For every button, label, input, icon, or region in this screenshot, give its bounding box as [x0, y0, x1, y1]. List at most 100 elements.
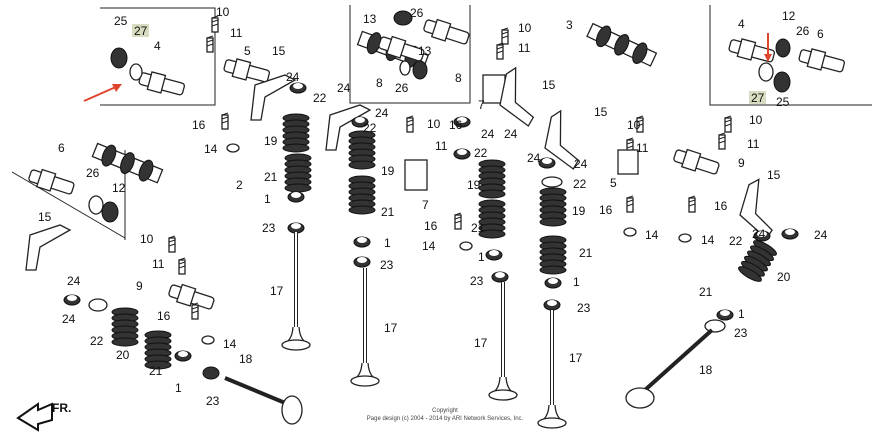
- callout-7: 7: [478, 98, 485, 112]
- callout-19: 19: [467, 178, 481, 192]
- callout-1: 1: [573, 275, 580, 289]
- callout-10: 10: [427, 117, 441, 131]
- callout-26: 26: [410, 6, 424, 20]
- callout-16: 16: [192, 118, 206, 132]
- callout-19: 19: [264, 134, 278, 148]
- callout-23: 23: [206, 394, 220, 408]
- callout-5: 5: [610, 176, 617, 190]
- callout-10: 10: [216, 5, 230, 19]
- callout-18: 18: [699, 363, 713, 377]
- callout-25: 25: [776, 95, 790, 109]
- callout-21: 21: [471, 221, 485, 235]
- callout-22: 22: [573, 177, 587, 191]
- callout-12: 12: [112, 181, 126, 195]
- callout-1: 1: [264, 192, 271, 206]
- callout-22: 22: [363, 121, 377, 135]
- callout-24: 24: [527, 151, 541, 165]
- callout-15: 15: [38, 210, 52, 224]
- callout-12: 12: [782, 9, 796, 23]
- callout-11: 11: [435, 139, 448, 153]
- red-arrow-left: [83, 84, 122, 102]
- callout-19: 19: [381, 164, 395, 178]
- callout-24: 24: [814, 228, 828, 242]
- callout-23: 23: [734, 326, 748, 340]
- callout-23: 23: [380, 258, 394, 272]
- callout-1: 1: [738, 307, 745, 321]
- callout-4: 4: [154, 39, 161, 53]
- callout-21: 21: [149, 364, 163, 378]
- callout-17: 17: [569, 351, 583, 365]
- callout-24: 24: [752, 227, 766, 241]
- callout-22: 22: [729, 234, 743, 248]
- callout-14: 14: [701, 233, 715, 247]
- callout-7: 7: [422, 198, 429, 212]
- callout-14: 14: [422, 239, 436, 253]
- callout-8: 8: [376, 76, 383, 90]
- callout-17: 17: [384, 321, 398, 335]
- callout-26: 26: [395, 81, 409, 95]
- callout-16: 16: [449, 118, 463, 132]
- callout-16: 16: [599, 203, 613, 217]
- front-direction-arrow: FR.: [16, 401, 71, 432]
- callout-11: 11: [518, 41, 531, 55]
- callout-2: 2: [236, 178, 243, 192]
- callout-8: 8: [455, 71, 462, 85]
- callout-16: 16: [424, 219, 438, 233]
- callout-24: 24: [481, 127, 495, 141]
- callout-14: 14: [204, 142, 218, 156]
- callout-21: 21: [264, 170, 278, 184]
- callout-6: 6: [58, 141, 65, 155]
- callout-1: 1: [384, 236, 391, 250]
- callout-15: 15: [767, 168, 781, 182]
- callout-13: 13: [418, 44, 432, 58]
- callout-10: 10: [749, 113, 763, 127]
- callout-4: 4: [738, 17, 745, 31]
- callout-10: 10: [518, 21, 532, 35]
- callout-16: 16: [157, 309, 171, 323]
- callout-23: 23: [262, 221, 276, 235]
- copyright-line2: Page design (c) 2004 - 2014 by ARI Netwo…: [367, 416, 524, 422]
- callout-24: 24: [504, 127, 518, 141]
- parts-drawings: [25, 10, 847, 430]
- callout-27: 27: [751, 91, 765, 105]
- callout-22: 22: [474, 146, 488, 160]
- callout-10: 10: [627, 118, 641, 132]
- callout-20: 20: [116, 348, 130, 362]
- callout-27: 27: [134, 24, 148, 38]
- callout-1: 1: [175, 381, 182, 395]
- callout-11: 11: [230, 26, 243, 40]
- callout-19: 19: [572, 204, 586, 218]
- callout-13: 13: [363, 12, 377, 26]
- callout-23: 23: [577, 301, 591, 315]
- callout-9: 9: [136, 279, 143, 293]
- copyright-line1: Copyright: [432, 408, 458, 414]
- callout-14: 14: [645, 228, 659, 242]
- callout-25: 25: [114, 14, 128, 28]
- callout-24: 24: [375, 106, 389, 120]
- highlight-box-27-right: [749, 91, 766, 104]
- callout-22: 22: [313, 91, 327, 105]
- group-box-lines: [11, 5, 872, 240]
- callout-18: 18: [239, 352, 253, 366]
- callout-6: 6: [817, 27, 824, 41]
- front-direction-label: FR.: [52, 401, 71, 415]
- callout-22: 22: [90, 334, 104, 348]
- callout-10: 10: [140, 232, 154, 246]
- callout-15: 15: [542, 78, 556, 92]
- callout-11: 11: [152, 257, 165, 271]
- callout-17: 17: [270, 284, 284, 298]
- callout-24: 24: [62, 312, 76, 326]
- callout-15: 15: [594, 105, 608, 119]
- callout-21: 21: [699, 285, 713, 299]
- callout-3: 3: [566, 18, 573, 32]
- callout-21: 21: [579, 246, 593, 260]
- callout-1: 1: [478, 250, 485, 264]
- callout-15: 15: [272, 44, 286, 58]
- callout-21: 21: [381, 205, 395, 219]
- callout-11: 11: [636, 141, 649, 155]
- callout-20: 20: [777, 270, 791, 284]
- callout-24: 24: [67, 274, 81, 288]
- callout-24: 24: [337, 81, 351, 95]
